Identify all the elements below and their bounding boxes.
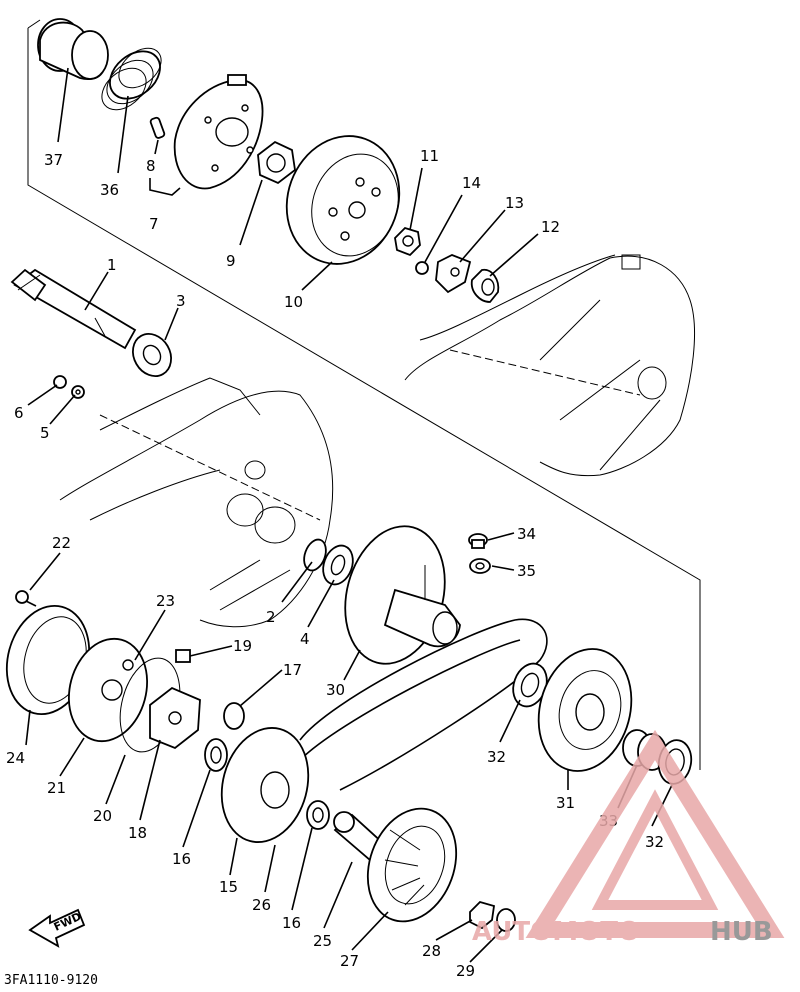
callout-27: 27 bbox=[340, 952, 359, 970]
callout-23: 23 bbox=[156, 592, 175, 610]
part-11-nut bbox=[394, 226, 421, 257]
callout-16-b: 16 bbox=[282, 914, 301, 932]
watermark-text-b: HUB bbox=[710, 917, 773, 947]
callout-26: 26 bbox=[252, 896, 271, 914]
callout-13: 13 bbox=[505, 194, 524, 212]
callout-7: 7 bbox=[149, 215, 159, 233]
part-16-collar-a bbox=[204, 738, 228, 772]
callout-12: 12 bbox=[541, 218, 560, 236]
callout-20: 20 bbox=[93, 807, 112, 825]
part-10-clutch-drum bbox=[285, 135, 401, 265]
callout-19: 19 bbox=[233, 637, 252, 655]
part-31-secondary-pulley bbox=[537, 648, 633, 772]
callout-1: 1 bbox=[107, 256, 117, 274]
callout-10: 10 bbox=[284, 293, 303, 311]
leader-lines bbox=[25, 67, 673, 963]
part-12-bearing bbox=[470, 268, 500, 303]
callout-18: 18 bbox=[128, 824, 147, 842]
callout-32-a: 32 bbox=[487, 748, 506, 766]
part-3-bearing bbox=[132, 333, 172, 377]
part-17-weight bbox=[223, 702, 245, 730]
callout-28: 28 bbox=[422, 942, 441, 960]
callout-36: 36 bbox=[100, 181, 119, 199]
watermark-logo: AUTOMOTO HUB bbox=[472, 729, 785, 947]
part-22-bolt bbox=[15, 590, 37, 607]
callout-6: 6 bbox=[14, 404, 24, 422]
callout-21: 21 bbox=[47, 779, 66, 797]
frame-lines bbox=[27, 19, 701, 770]
part-37-clutch-sleeve bbox=[37, 18, 109, 80]
part-16-collar-b bbox=[306, 800, 330, 830]
callout-9: 9 bbox=[226, 252, 236, 270]
part-1-drive-shaft bbox=[10, 268, 137, 350]
callout-24: 24 bbox=[6, 749, 25, 767]
part-14-screw bbox=[415, 261, 429, 275]
callout-32-b: 32 bbox=[645, 833, 664, 851]
part-34-cap bbox=[468, 533, 488, 549]
part-8-pin bbox=[149, 116, 166, 139]
part-35-collar bbox=[469, 558, 491, 574]
crankcase-body bbox=[59, 377, 334, 628]
part-2-circlip bbox=[303, 538, 327, 572]
part-27-fan-sheave bbox=[366, 807, 458, 923]
callout-37: 37 bbox=[44, 151, 63, 169]
part-13-plate bbox=[435, 254, 472, 294]
watermark-text-a: AUTOMOTO bbox=[472, 917, 640, 947]
part-4-oil-seal bbox=[322, 544, 354, 586]
callout-5: 5 bbox=[40, 424, 50, 442]
callout-16-a: 16 bbox=[172, 850, 191, 868]
part-15-sheave bbox=[220, 727, 310, 843]
part-18-slider-plate bbox=[149, 686, 201, 750]
part-7-clutch-carrier bbox=[173, 74, 264, 190]
part-30-sheave bbox=[344, 525, 461, 665]
part-21-cam-plate bbox=[68, 637, 148, 743]
callout-25: 25 bbox=[313, 932, 332, 950]
figure-code: 3FA1110-9120 bbox=[4, 973, 98, 988]
callout-34: 34 bbox=[517, 525, 536, 543]
callout-14: 14 bbox=[462, 174, 481, 192]
callout-2: 2 bbox=[266, 608, 276, 626]
part-9-nut bbox=[257, 140, 296, 185]
callout-11: 11 bbox=[420, 147, 439, 165]
part-29-nut bbox=[496, 908, 516, 932]
fwd-arrow: FWD bbox=[28, 908, 86, 948]
callout-15: 15 bbox=[219, 878, 238, 896]
callout-22: 22 bbox=[52, 534, 71, 552]
drive-belt bbox=[299, 618, 548, 791]
part-19-slider bbox=[175, 649, 191, 663]
callout-29: 29 bbox=[456, 962, 475, 980]
callout-35: 35 bbox=[517, 562, 536, 580]
part-32-seal-a bbox=[512, 662, 548, 708]
callout-3: 3 bbox=[176, 292, 186, 310]
callout-17: 17 bbox=[283, 661, 302, 679]
callout-30: 30 bbox=[326, 681, 345, 699]
callout-8: 8 bbox=[146, 157, 156, 175]
callout-31: 31 bbox=[556, 794, 575, 812]
callout-4: 4 bbox=[300, 630, 310, 648]
engine-case-cover bbox=[404, 254, 696, 477]
part-36-clutch-spring bbox=[101, 47, 162, 111]
